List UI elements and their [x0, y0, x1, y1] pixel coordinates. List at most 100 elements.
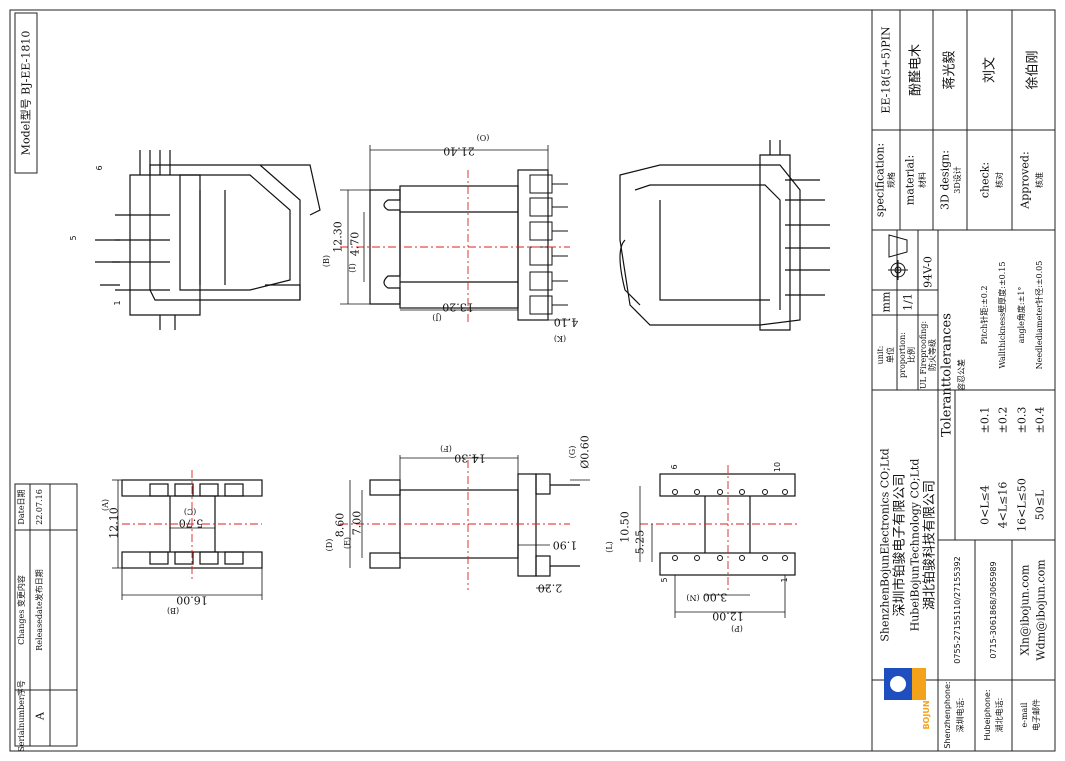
dim-top-j: 13.20: [442, 300, 474, 314]
pin-10-bottom: 10: [773, 461, 782, 473]
drawing-border: [9, 9, 1056, 752]
needle-tol: Needlediameter针径:±0.05: [1035, 260, 1044, 370]
date-value: 22.07.16: [35, 489, 44, 525]
top-view: [340, 145, 570, 325]
dim-bottom-n: 3.00: [702, 590, 728, 604]
wall-tol: Wallthickness壁厚度:±0.15: [998, 261, 1007, 369]
ul-cn: 防火等级: [928, 339, 937, 371]
serial-header: Serialnumber序号: [17, 680, 26, 752]
company-en-2: HubeiBojunTechnology CO;Ltd: [908, 458, 922, 632]
dim-bottom-p: 12.00: [712, 609, 744, 623]
email-label: e-mail: [1020, 702, 1029, 728]
angle-tol: angle角度:±1°: [1017, 286, 1026, 344]
proportion-value: 1/1: [901, 293, 915, 311]
unit-value: mm: [879, 291, 893, 313]
dim-top-j-label: (J): [432, 313, 442, 322]
changes-header: Changes 变更内容: [17, 575, 26, 645]
company-en-1: ShenzhenBojunElectronics CO;Ltd: [878, 448, 892, 642]
projection-symbol: [888, 234, 908, 280]
dim-top-c: 4.70: [348, 231, 362, 257]
dim-top-b-label: (B): [322, 254, 331, 268]
dim-front-c-label: (C): [183, 507, 197, 516]
proportion-cn: 比例: [907, 347, 916, 363]
company-cn-1: 深圳市铂骏电子有限公司: [892, 473, 908, 617]
check-label: check:: [978, 161, 992, 199]
tol-row-3-range: 16<L≤50: [1015, 478, 1029, 532]
email-1: Xln@ibojun.com: [1018, 564, 1032, 656]
shenzhen-phone-label: Shenzhenphone:: [943, 681, 952, 749]
design-label: 3D design:: [938, 150, 952, 210]
tolerance-cn: 容忍公差: [957, 359, 966, 391]
dim-side-g: Ø0.60: [578, 435, 592, 469]
tol-row-1-value: ±0.1: [978, 406, 992, 434]
dim-top-k-label: (K): [553, 334, 567, 343]
approved-value: 徐伯刚: [1025, 50, 1041, 90]
hubei-phone-cn: 湖北电话:: [995, 697, 1004, 733]
email-cn: 电子邮件: [1032, 699, 1041, 731]
pitch-tol: Pitch针距:±0.2: [980, 285, 989, 345]
tol-row-2-range: 4<L≤16: [996, 481, 1010, 529]
material-label: material:: [903, 154, 917, 206]
tol-row-4-range: 50≤L: [1033, 489, 1047, 521]
dim-side-e: 7.00: [350, 510, 364, 536]
front-view: [112, 470, 263, 600]
pin-5-iso: 5: [69, 235, 78, 241]
dim-bottom-n-label: (N): [686, 593, 700, 602]
dim-side-f: 14.30: [454, 451, 486, 465]
shenzhen-phone-cn: 深圳电话:: [956, 697, 965, 733]
dim-side-f-label: (F): [440, 444, 452, 453]
logo-text: BOJUN: [922, 700, 931, 730]
dim-top-o: 21.40: [443, 144, 475, 158]
dim-top-b: 12.30: [331, 221, 345, 253]
approved-label: Approved:: [1018, 151, 1032, 209]
tol-row-3-value: ±0.3: [1015, 406, 1029, 434]
bojun-logo: [884, 668, 926, 700]
unit-label: unit:: [876, 345, 885, 365]
dim-side-e-label: (E): [343, 536, 352, 550]
dim-bottom-l-label: (L): [605, 541, 614, 553]
model-box: [14, 12, 38, 174]
ul-label: UL Fireproofing:: [919, 320, 928, 390]
shenzhen-phone: 0755-27155110/27155392: [953, 556, 962, 664]
serial-value: A: [33, 712, 47, 720]
dim-top-c-label: (I): [348, 263, 357, 273]
hubei-phone: 0715-3061868/3065989: [989, 561, 998, 659]
email-2: Wdm@ibojun.com: [1034, 559, 1048, 661]
proportion-label: proportion:: [898, 332, 907, 378]
check-cn: 核对: [995, 172, 1004, 188]
isometric-view-left: [95, 150, 321, 330]
material-cn: 材料: [918, 172, 927, 188]
pin-6-top-view: 6: [95, 165, 104, 171]
isometric-view-right: [619, 140, 830, 331]
model-label: Model型号 BJ-EE-1810: [19, 30, 33, 156]
hubei-phone-label: Hubeiphone:: [983, 689, 992, 741]
material-value: 酚醛电木: [908, 43, 924, 97]
tolerance-title: Toleranttolerances: [939, 313, 955, 437]
spec-value: EE-18(5+5)PIN: [879, 26, 893, 114]
dim-top-o-label: (O): [476, 133, 490, 142]
side-view: [340, 455, 590, 590]
dim-side-d-label: (D): [325, 538, 334, 552]
dim-side-h: 1.90: [552, 538, 578, 552]
change-value: Releasedate发布日期: [35, 569, 44, 651]
dim-front-b-label: (B): [166, 606, 180, 615]
tol-row-1-range: 0<L≤4: [978, 485, 992, 525]
tol-row-4-value: ±0.4: [1033, 406, 1047, 434]
ul-value: 94V-0: [921, 256, 935, 288]
design-value: 蒋光毅: [942, 50, 958, 90]
revision-table: [14, 483, 78, 747]
pin-1-iso: 1: [113, 300, 122, 306]
tol-row-2-value: ±0.2: [996, 406, 1010, 434]
dim-bottom-m: 5.25: [633, 529, 647, 555]
company-cn-2: 湖北铂骏科技有限公司: [922, 479, 938, 611]
pin-6-bottom: 6: [670, 464, 679, 470]
spec-cn: 规格: [887, 172, 896, 188]
dim-front-c: 5.70: [178, 516, 204, 530]
dim-front-b: 16.00: [176, 593, 208, 607]
dim-front-a-label: (A): [101, 498, 110, 512]
dim-bottom-l: 10.50: [618, 511, 632, 543]
dim-front-a: 12.10: [107, 507, 121, 539]
spec-label: specification:: [873, 142, 887, 218]
pin-1-bottom: 1: [780, 577, 789, 583]
